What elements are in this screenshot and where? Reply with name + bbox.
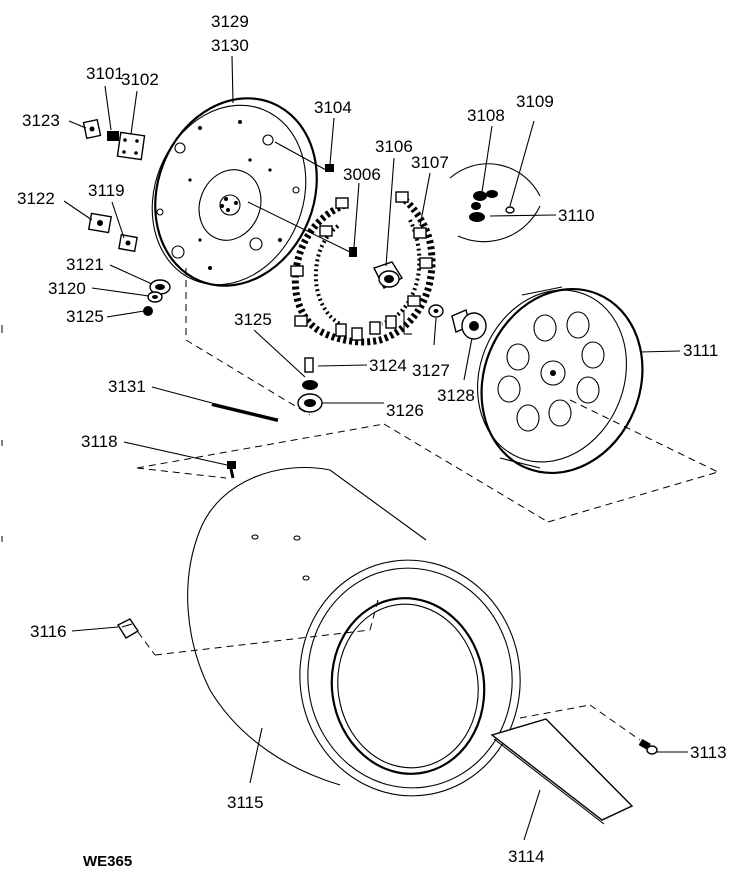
seal-3126 <box>297 393 323 413</box>
bolt-group-3108 <box>449 163 541 243</box>
label-3114: 3114 <box>508 847 545 866</box>
drum-back-panel-3111 <box>476 286 644 475</box>
label-3126: 3126 <box>386 401 424 420</box>
bolt-3124 <box>302 357 318 390</box>
label-3106: 3106 <box>375 137 413 156</box>
label-3125-left: 3125 <box>66 307 104 326</box>
label-3104: 3104 <box>314 98 352 117</box>
label-3119: 3119 <box>88 181 125 200</box>
label-3113: 3113 <box>690 743 727 762</box>
label-3124: 3124 <box>369 356 407 375</box>
assembly-guide-lines <box>136 268 719 741</box>
hub-3106 <box>373 261 403 289</box>
nut-3125-left <box>143 306 153 316</box>
bracket-3122 <box>87 212 113 234</box>
label-3102: 3102 <box>121 70 159 89</box>
label-3130: 3130 <box>211 36 249 55</box>
washer-3127 <box>428 304 444 318</box>
label-3006: 3006 <box>343 165 381 184</box>
label-3116: 3116 <box>30 622 67 641</box>
clip-3116 <box>117 618 139 639</box>
washer-3120 <box>147 291 163 303</box>
label-3121: 3121 <box>66 255 104 274</box>
label-3101: 3101 <box>86 64 124 83</box>
plate-3102 <box>116 131 146 161</box>
rear-bulkhead-3129 <box>151 97 318 287</box>
label-3108: 3108 <box>467 106 505 125</box>
label-3109: 3109 <box>516 92 554 111</box>
label-3123: 3123 <box>22 111 60 130</box>
label-3131: 3131 <box>108 377 146 396</box>
label-3115: 3115 <box>227 793 264 812</box>
label-3122: 3122 <box>17 189 55 208</box>
label-3110: 3110 <box>558 206 595 225</box>
clip-3119 <box>118 233 138 253</box>
label-3128: 3128 <box>437 386 475 405</box>
baffle-3114 <box>490 718 634 825</box>
label-3125-center: 3125 <box>234 310 272 329</box>
label-3111: 3111 <box>683 341 718 360</box>
diagram-code: WE365 <box>83 853 132 870</box>
heater-element-assembly <box>290 191 436 346</box>
part-labels: 3129 3130 3101 3102 3123 3104 3106 3006 … <box>17 12 727 866</box>
screw-3118 <box>227 461 236 479</box>
drum-3115 <box>187 466 521 797</box>
screw-3113 <box>638 738 658 755</box>
label-3127: 3127 <box>412 361 450 380</box>
label-3118: 3118 <box>81 432 118 451</box>
label-3107: 3107 <box>411 153 449 172</box>
bearing-3121 <box>149 279 171 295</box>
screw-3104 <box>274 141 334 172</box>
clip-3123 <box>82 118 102 140</box>
screw-3006 <box>247 201 357 257</box>
label-3129: 3129 <box>211 12 249 31</box>
leader-lines <box>63 55 688 841</box>
label-3120: 3120 <box>48 279 86 298</box>
nut-3101 <box>107 131 119 141</box>
rod-3131 <box>211 401 279 422</box>
shaft-3128 <box>451 309 487 340</box>
